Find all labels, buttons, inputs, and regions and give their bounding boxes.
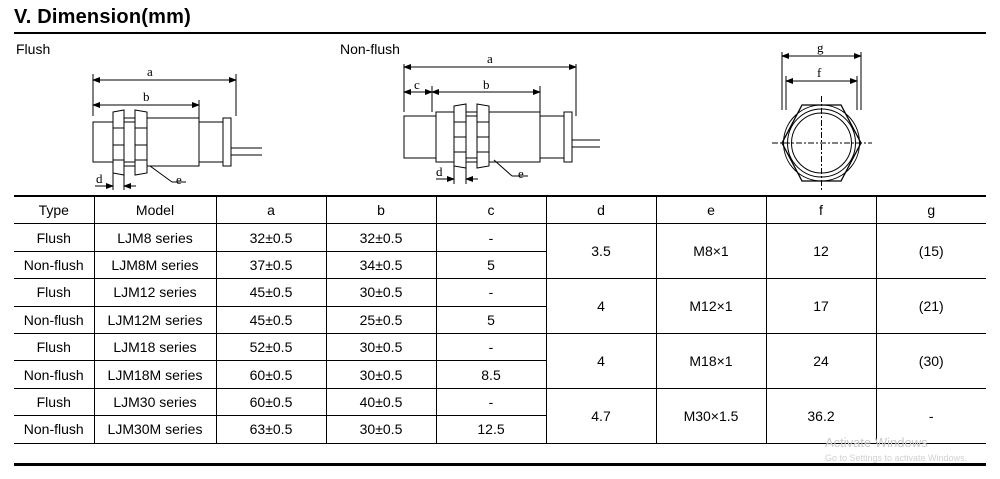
- col-header-a: a: [215, 195, 327, 225]
- flush-dim-a: a: [147, 64, 153, 79]
- cell-g: (30): [875, 332, 986, 389]
- cell-model: LJM8 series: [93, 223, 217, 252]
- flush-dim-d: d: [96, 171, 103, 186]
- cell-type: Flush: [14, 223, 95, 252]
- cell-c: 5: [435, 305, 546, 334]
- cell-c: -: [435, 223, 547, 252]
- cell-a: 52±0.5: [215, 332, 327, 362]
- cell-c: 5: [435, 250, 546, 280]
- title-underline: [14, 32, 986, 34]
- end-dim-f: f: [817, 65, 822, 80]
- cell-type: Non-flush: [14, 415, 95, 444]
- table-header-row: Type Model a b c d e f g: [14, 195, 986, 225]
- activate-windows-watermark: Activate Windows: [825, 435, 928, 450]
- dimension-table: Type Model a b c d e f g Flush LJM8 seri…: [14, 195, 986, 444]
- cell-b: 25±0.5: [325, 305, 437, 334]
- cell-b: 30±0.5: [325, 360, 437, 389]
- cell-type: Flush: [14, 332, 95, 362]
- nonflush-dim-e: e: [518, 166, 524, 181]
- cell-b: 30±0.5: [325, 332, 437, 362]
- nonflush-label: Non-flush: [340, 41, 400, 57]
- cell-g: (21): [875, 278, 986, 334]
- cell-d: 4.7: [545, 387, 657, 444]
- cell-e: M30×1.5: [655, 387, 767, 444]
- nonflush-dim-b: b: [483, 77, 490, 92]
- nonflush-sensor-drawing: [403, 64, 600, 184]
- cell-g: (15): [875, 223, 986, 280]
- cell-model: LJM18M series: [93, 360, 217, 389]
- cell-a: 45±0.5: [215, 278, 327, 307]
- col-header-e: e: [655, 195, 767, 225]
- cell-type: Non-flush: [14, 250, 95, 280]
- nonflush-dim-d: d: [436, 164, 443, 179]
- cell-c: -: [435, 332, 547, 362]
- cell-c: -: [435, 387, 547, 417]
- table-row: Non-flush LJM12M series 45±0.5 25±0.5 5: [14, 305, 986, 334]
- end-dim-g: g: [817, 40, 824, 55]
- dimension-drawings: a b d e a c b d e: [92, 40, 872, 192]
- cell-a: 63±0.5: [215, 415, 327, 444]
- table-row: Flush LJM30 series 60±0.5 40±0.5 - 4.7 M…: [14, 387, 986, 444]
- cell-model: LJM30 series: [93, 387, 217, 417]
- cell-e: M12×1: [655, 278, 767, 334]
- cell-model: LJM12 series: [93, 278, 217, 307]
- cell-b: 34±0.5: [325, 250, 437, 280]
- cell-a: 37±0.5: [215, 250, 327, 280]
- cell-type: Flush: [14, 278, 95, 307]
- cell-d: 4: [545, 278, 657, 334]
- cell-model: LJM30M series: [93, 415, 217, 444]
- cell-b: 32±0.5: [325, 223, 437, 252]
- cell-a: 45±0.5: [215, 305, 327, 334]
- cell-model: LJM8M series: [93, 250, 217, 280]
- col-header-g: g: [875, 195, 986, 225]
- flush-sensor-drawing: [92, 74, 262, 190]
- cell-a: 32±0.5: [215, 223, 327, 252]
- flush-dim-e: e: [176, 172, 182, 187]
- cell-type: Non-flush: [14, 360, 95, 389]
- flush-label: Flush: [16, 41, 51, 57]
- cell-d: 3.5: [545, 223, 657, 280]
- cell-c: -: [435, 278, 547, 307]
- cell-c: 12.5: [435, 415, 546, 444]
- flush-dim-b: b: [143, 89, 150, 104]
- col-header-f: f: [765, 195, 877, 225]
- cell-f: 12: [765, 223, 877, 280]
- cell-a: 60±0.5: [215, 360, 327, 389]
- table-row: Non-flush LJM8M series 37±0.5 34±0.5 5: [14, 250, 986, 280]
- table-row: Flush LJM12 series 45±0.5 30±0.5 - 4 M12…: [14, 278, 986, 334]
- nonflush-dim-c: c: [414, 77, 420, 92]
- cell-a: 60±0.5: [215, 387, 327, 417]
- cell-c: 8.5: [435, 360, 546, 389]
- cell-model: LJM12M series: [93, 305, 217, 334]
- cell-b: 30±0.5: [325, 415, 437, 444]
- cell-f: 17: [765, 278, 877, 334]
- col-header-c: c: [435, 195, 547, 225]
- table-row: Flush LJM18 series 52±0.5 30±0.5 - 4 M18…: [14, 332, 986, 389]
- section-title: V. Dimension(mm): [14, 6, 191, 28]
- cell-e: M18×1: [655, 332, 767, 389]
- cell-type: Non-flush: [14, 305, 95, 334]
- cell-b: 30±0.5: [325, 278, 437, 307]
- table-row: Flush LJM8 series 32±0.5 32±0.5 - 3.5 M8…: [14, 223, 986, 280]
- cell-g: -: [875, 387, 986, 444]
- cell-e: M8×1: [655, 223, 767, 280]
- end-view-drawing: [772, 52, 872, 192]
- cell-type: Flush: [14, 387, 95, 417]
- nonflush-dim-a: a: [487, 51, 493, 66]
- cell-f: 36.2: [765, 387, 877, 444]
- col-header-model: Model: [93, 195, 217, 225]
- cell-model: LJM18 series: [93, 332, 217, 362]
- bottom-rule: [14, 463, 986, 466]
- table-row: Non-flush LJM30M series 63±0.5 30±0.5 12…: [14, 415, 986, 444]
- cell-d: 4: [545, 332, 657, 389]
- cell-b: 40±0.5: [325, 387, 437, 417]
- activate-windows-hint: Go to Settings to activate Windows.: [825, 453, 968, 463]
- col-header-d: d: [545, 195, 657, 225]
- cell-f: 24: [765, 332, 877, 389]
- col-header-b: b: [325, 195, 437, 225]
- col-header-type: Type: [14, 195, 95, 225]
